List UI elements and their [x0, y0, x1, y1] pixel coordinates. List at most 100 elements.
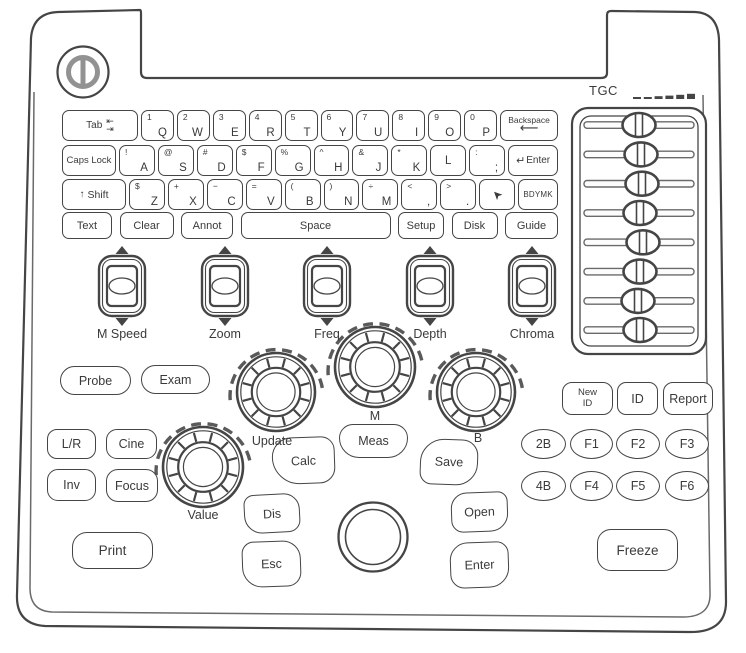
paddle-zoom[interactable]	[201, 246, 249, 334]
tgc-slider-8[interactable]	[578, 317, 700, 343]
key-sup: )	[329, 181, 333, 191]
inv-button[interactable]: Inv	[47, 469, 96, 501]
tab-key[interactable]: Tab⇤⇥	[62, 110, 138, 141]
4b-button[interactable]: 4B	[521, 471, 566, 501]
id-button[interactable]: ID	[617, 382, 658, 415]
guide-key[interactable]: Guide	[505, 212, 558, 239]
key-c[interactable]: −C	[206, 179, 243, 210]
key-sup: −	[212, 181, 218, 191]
key-period[interactable]: >.	[440, 179, 477, 210]
annot-key[interactable]: Annot	[181, 212, 233, 239]
key-b[interactable]: (B	[284, 179, 321, 210]
pointer-key[interactable]: ➤	[479, 179, 516, 210]
report-button[interactable]: Report	[663, 382, 713, 415]
trackball[interactable]	[338, 502, 408, 572]
print-button[interactable]: Print	[72, 532, 153, 569]
key-v[interactable]: =V	[245, 179, 282, 210]
text-key[interactable]: Text	[62, 212, 112, 239]
disk-key[interactable]: Disk	[451, 212, 498, 239]
key-d[interactable]: #D	[196, 145, 233, 176]
tgc-slider-5[interactable]	[578, 229, 700, 255]
paddle-depth[interactable]	[406, 246, 454, 334]
key-sup: ÷	[368, 181, 374, 191]
exam-button[interactable]: Exam	[141, 365, 210, 394]
key-main: N	[344, 196, 353, 208]
knob-value[interactable]	[163, 427, 243, 507]
f3-button[interactable]: F3	[665, 429, 709, 459]
key-k[interactable]: *K	[391, 145, 428, 176]
key-a[interactable]: !A	[119, 145, 155, 176]
freeze-button[interactable]: Freeze	[597, 529, 678, 571]
key-f[interactable]: $F	[235, 145, 272, 176]
f2-button[interactable]: F2	[616, 429, 660, 459]
guide-label: Guide	[516, 219, 547, 232]
key-s[interactable]: @S	[157, 145, 194, 176]
enter-button[interactable]: Enter	[449, 540, 510, 590]
tgc-slider-4[interactable]	[578, 200, 700, 226]
dis-label: Dis	[262, 506, 282, 521]
paddle-freq[interactable]	[303, 246, 351, 334]
knob-b[interactable]	[437, 353, 515, 431]
cine-button[interactable]: Cine	[106, 429, 157, 459]
new-id-label: New ID	[577, 387, 597, 409]
open-button[interactable]: Open	[450, 491, 509, 533]
key-j[interactable]: &J	[352, 145, 389, 176]
key-m[interactable]: ÷M	[362, 179, 399, 210]
key-main: G	[294, 162, 304, 174]
esc-button[interactable]: Esc	[241, 539, 302, 589]
tgc-slider-6[interactable]	[578, 259, 700, 285]
key-n[interactable]: )N	[323, 179, 360, 210]
tgc-slider-3[interactable]	[578, 171, 700, 197]
tab-arrows-icon: ⇤⇥	[106, 117, 114, 133]
new-id-button[interactable]: New ID	[562, 382, 613, 415]
f1-button[interactable]: F1	[570, 429, 613, 459]
tgc-slider-2[interactable]	[578, 141, 700, 167]
tgc-slider-1[interactable]	[578, 112, 700, 138]
key-main: H	[334, 162, 343, 174]
power-button[interactable]	[55, 45, 111, 101]
key-semicolon[interactable]: :;	[469, 145, 506, 176]
bdymk-key[interactable]: BDYMK	[518, 179, 559, 210]
meas-button[interactable]: Meas	[339, 424, 408, 458]
focus-button[interactable]: Focus	[106, 469, 158, 502]
tgc-slider-7[interactable]	[578, 288, 700, 314]
backspace-key[interactable]: Backspace⟵	[500, 110, 559, 141]
key-g[interactable]: %G	[274, 145, 311, 176]
save-button[interactable]: Save	[419, 438, 479, 486]
space-key[interactable]: Space	[240, 212, 391, 239]
key-l[interactable]: L	[430, 145, 467, 176]
knob-label-value: Value	[187, 508, 219, 522]
probe-button[interactable]: Probe	[60, 366, 131, 395]
shift-key[interactable]: ↑Shift	[62, 179, 126, 210]
paddle-m-speed[interactable]	[98, 246, 146, 334]
key-h[interactable]: ^H	[313, 145, 350, 176]
f4-button[interactable]: F4	[570, 471, 613, 501]
clear-key[interactable]: Clear	[119, 212, 174, 239]
knob-m[interactable]	[335, 327, 415, 407]
paddle-chroma[interactable]	[508, 246, 556, 334]
key-main: .	[465, 196, 470, 208]
key-sup: ^	[319, 147, 324, 157]
key-comma[interactable]: <,	[401, 179, 438, 210]
key-z[interactable]: $Z	[129, 179, 165, 210]
knob-update[interactable]	[237, 353, 315, 431]
dis-button[interactable]: Dis	[243, 492, 301, 535]
f6-button[interactable]: F6	[665, 471, 709, 501]
f5-button[interactable]: F5	[616, 471, 660, 501]
lr-button[interactable]: L/R	[47, 429, 96, 459]
enter-key[interactable]: ↵Enter	[508, 145, 559, 176]
key-x[interactable]: +X	[167, 179, 204, 210]
caps-lock-key[interactable]: Caps Lock	[62, 145, 116, 176]
setup-key[interactable]: Setup	[398, 212, 444, 239]
2b-button[interactable]: 2B	[521, 429, 566, 459]
